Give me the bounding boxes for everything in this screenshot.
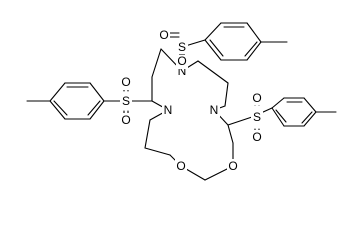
bond — [53, 100, 68, 116]
bond — [49, 100, 66, 120]
bond — [204, 39, 222, 61]
o-left-1-label: O — [121, 75, 130, 89]
s-top-label: S — [178, 40, 186, 54]
bond — [89, 100, 105, 120]
bond — [87, 100, 101, 116]
bond — [144, 147, 171, 156]
bond — [227, 116, 253, 126]
o-ring-left-label: O — [176, 159, 185, 173]
bond — [301, 111, 313, 124]
o-right-2-label: O — [252, 130, 261, 144]
bond — [303, 111, 317, 127]
bond — [151, 48, 162, 78]
o-left-2-label: O — [121, 113, 130, 127]
o-ring-right-label: O — [228, 159, 237, 173]
bond — [144, 119, 151, 149]
bond — [89, 82, 105, 102]
bond — [246, 22, 262, 43]
o-top-2-label: O — [177, 54, 186, 68]
bond — [209, 39, 224, 57]
bond — [244, 41, 258, 57]
left-tosyl-group — [26, 82, 153, 120]
n-left-label: N — [164, 103, 173, 117]
bond — [227, 124, 234, 144]
n-right-label: N — [210, 103, 219, 117]
s-left-label: S — [122, 94, 130, 108]
n-top-label: N — [178, 64, 187, 78]
s-right-label: S — [253, 110, 261, 124]
right-tosyl-group — [227, 97, 337, 136]
bond — [49, 82, 66, 102]
atom-labels: N N N S S S O O O O O O O O — [120, 28, 263, 173]
molecule-diagram: N N N S S S O O O O O O O O — [26, 22, 337, 181]
bond — [271, 97, 285, 109]
bond — [246, 41, 262, 61]
bond — [204, 22, 222, 41]
bond — [224, 82, 229, 107]
o-top-1-label: O — [159, 28, 168, 42]
bond — [303, 97, 317, 113]
bond — [275, 109, 287, 123]
bond — [271, 107, 285, 127]
bond — [197, 60, 229, 84]
o-right-1-label: O — [252, 91, 261, 105]
